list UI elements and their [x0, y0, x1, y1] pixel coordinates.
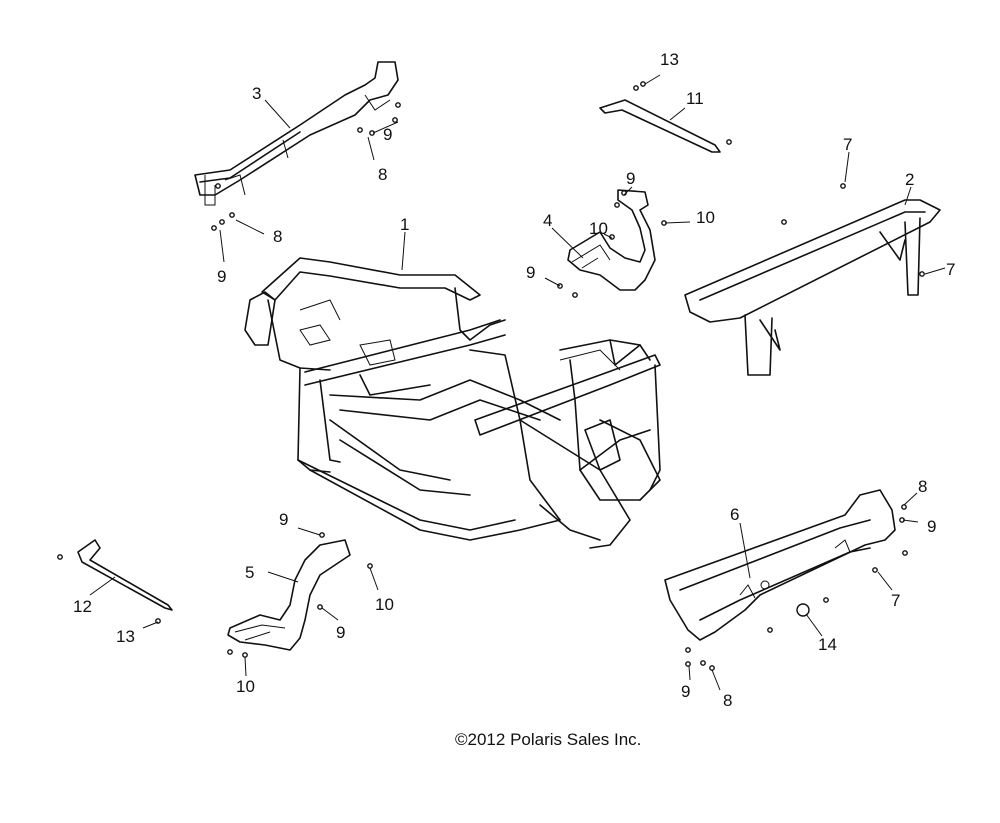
- cargo-rack: [684, 199, 941, 376]
- support-rod-12: [77, 539, 173, 611]
- callout-4: 4: [543, 211, 552, 230]
- callout-6: 6: [730, 505, 739, 524]
- callout-9-step-d: 9: [336, 623, 345, 642]
- callout-labels: 1 2 3 4 5 6 7 7 7 8 8 8 8 9 9 9 9 9 9 9 …: [73, 50, 955, 710]
- callout-8-front-a: 8: [378, 165, 387, 184]
- callout-10-right-b: 10: [589, 219, 608, 238]
- callout-14: 14: [818, 635, 837, 654]
- callout-12: 12: [73, 597, 92, 616]
- callout-10-right-a: 10: [696, 208, 715, 227]
- front-crossmember: [194, 61, 399, 206]
- callout-9-front-b: 9: [217, 267, 226, 286]
- leader-lines: [89, 74, 946, 691]
- callout-7-bumper: 7: [891, 591, 900, 610]
- callout-3: 3: [252, 84, 261, 103]
- callout-1: 1: [400, 215, 409, 234]
- callout-11: 11: [686, 89, 704, 108]
- callout-13-bottom: 13: [116, 627, 135, 646]
- callout-9-bumper-a: 9: [927, 517, 936, 536]
- callout-9-step-c: 9: [279, 510, 288, 529]
- right-step-bracket: [567, 189, 656, 291]
- nut-part: [796, 603, 810, 617]
- rear-bumper: [664, 489, 896, 641]
- callout-2: 2: [905, 170, 914, 189]
- callout-9-front-a: 9: [383, 125, 392, 144]
- callout-8-front-b: 8: [273, 227, 282, 246]
- callout-7-right: 7: [946, 260, 955, 279]
- callout-9-step-b: 9: [526, 263, 535, 282]
- callout-8-bumper-b: 8: [723, 691, 732, 710]
- callout-9-bumper-b: 9: [681, 682, 690, 701]
- copyright-notice: ©2012 Polaris Sales Inc.: [455, 730, 642, 749]
- callout-10-left-b: 10: [236, 677, 255, 696]
- callout-10-left-a: 10: [375, 595, 394, 614]
- main-frame: [244, 257, 661, 549]
- callout-8-bumper-a: 8: [918, 477, 927, 496]
- callout-5: 5: [245, 563, 254, 582]
- support-rod-11: [599, 99, 721, 153]
- callout-7-top: 7: [843, 135, 852, 154]
- callout-13-top: 13: [660, 50, 679, 69]
- fasteners: [57, 81, 925, 671]
- callout-9-step-a: 9: [626, 169, 635, 188]
- left-step-bracket: [227, 539, 351, 651]
